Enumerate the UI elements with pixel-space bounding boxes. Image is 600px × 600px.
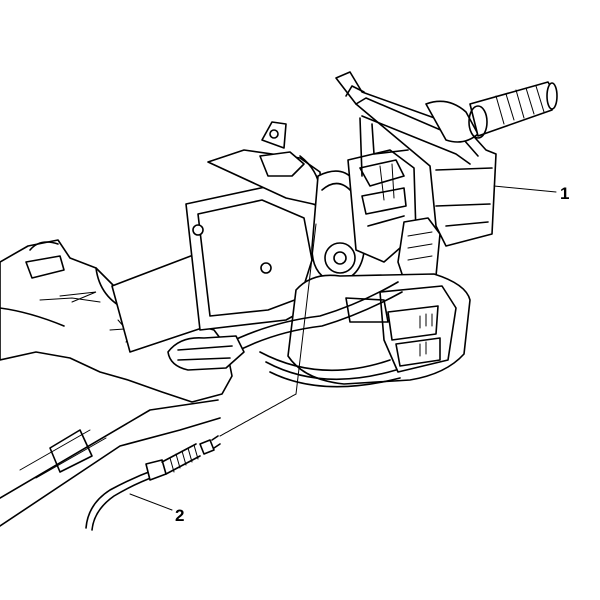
upper-clamp-bracket <box>335 71 497 247</box>
callout-2-number: 2 <box>175 506 184 525</box>
switch-connector-housing <box>259 273 471 388</box>
upper-column-mechanism <box>347 149 441 287</box>
column-housing <box>111 121 331 353</box>
release-cable-assembly <box>85 223 317 531</box>
column-jacket-tube <box>0 399 221 527</box>
callout-1: 1 <box>493 184 569 203</box>
callout-2: 2 <box>129 493 184 525</box>
callout-1-number: 1 <box>560 184 569 203</box>
wiring-harness <box>167 281 403 371</box>
callout-1-leader <box>493 185 557 193</box>
steering-shaft <box>425 81 558 143</box>
callout-2-leader <box>129 493 173 511</box>
